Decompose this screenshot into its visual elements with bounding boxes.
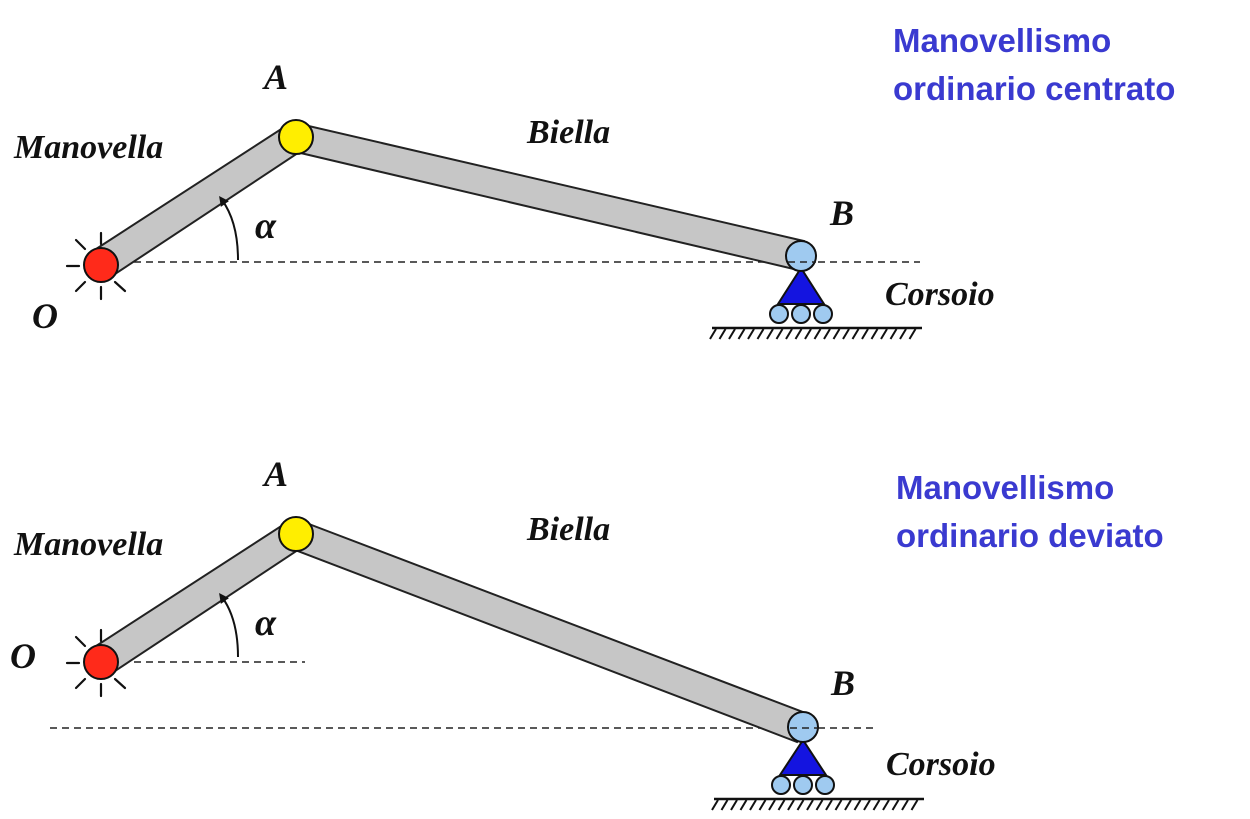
label-crank: Manovella [13, 129, 163, 166]
label-slider: Corsoio [885, 276, 995, 313]
joint-A [278, 516, 314, 552]
hatch-mark [775, 328, 784, 340]
label-A: A [262, 454, 288, 494]
hatch-mark [880, 328, 888, 340]
hatch-mark [756, 328, 765, 340]
hatch-mark [834, 799, 843, 811]
hatch-mark [823, 328, 831, 340]
hatch-mark [749, 799, 757, 811]
roller [793, 775, 813, 795]
hatch-mark [737, 328, 746, 340]
hatch-mark [730, 799, 738, 811]
title-offset-line2: ordinario deviato [896, 517, 1164, 554]
joint-B [787, 711, 819, 743]
label-alpha: α [255, 602, 277, 644]
slider-assembly [709, 266, 922, 340]
joint-B [785, 240, 817, 272]
label-slider: Corsoio [886, 746, 996, 783]
label-O: O [10, 636, 36, 676]
hatch-mark [728, 328, 736, 340]
hatch-mark [804, 328, 812, 340]
title-centered-line1: Manovellismo [893, 22, 1111, 59]
joint-A [278, 119, 314, 155]
fixed-pivot-rays-icon [65, 231, 127, 301]
label-alpha: α [255, 205, 277, 247]
hatch-mark [851, 328, 860, 340]
hatch-mark [768, 799, 776, 811]
hatch-mark [889, 328, 898, 340]
hatch-mark [711, 799, 719, 811]
slider-assembly [711, 738, 924, 811]
slider-triangle [778, 738, 828, 776]
hatch-mark [777, 799, 786, 811]
pivot-O [83, 247, 119, 283]
ground-hatch-icon [709, 328, 917, 340]
title-offset-line1: Manovellismo [896, 469, 1114, 506]
hatch-mark [908, 328, 917, 340]
hatch-mark [910, 799, 919, 811]
hatch-mark [844, 799, 852, 811]
label-rod: Biella [526, 511, 610, 548]
hatch-mark [842, 328, 850, 340]
roller [771, 775, 791, 795]
connecting-rod [288, 519, 810, 744]
hatch-mark [863, 799, 871, 811]
hatch-mark [739, 799, 748, 811]
angle-arc-icon [219, 592, 239, 658]
label-A: A [262, 57, 288, 97]
roller [813, 304, 833, 324]
hatch-mark [853, 799, 862, 811]
hatch-mark [901, 799, 909, 811]
roller [791, 304, 811, 324]
hatch-mark [872, 799, 881, 811]
slider-triangle [776, 266, 826, 305]
diagram-centered: Manovellismo ordinario centrato [13, 22, 1175, 340]
hatch-mark [720, 799, 729, 811]
hatch-mark [787, 799, 795, 811]
label-crank: Manovella [13, 526, 163, 563]
hatch-mark [861, 328, 869, 340]
angle-arc-icon [219, 195, 239, 261]
hatch-mark [882, 799, 890, 811]
hatch-mark [794, 328, 803, 340]
title-centered-line2: ordinario centrato [893, 70, 1175, 107]
ground-hatch-icon [711, 799, 919, 811]
hatch-mark [758, 799, 767, 811]
fixed-pivot-rays-icon [65, 628, 127, 698]
hatch-mark [825, 799, 833, 811]
label-B: B [829, 193, 854, 233]
hatch-mark [709, 328, 717, 340]
label-O: O [32, 296, 58, 336]
hatch-mark [832, 328, 841, 340]
hatch-mark [815, 799, 824, 811]
hatch-mark [891, 799, 900, 811]
hatch-mark [796, 799, 805, 811]
hatch-mark [806, 799, 814, 811]
hatch-mark [813, 328, 822, 340]
hatch-mark [747, 328, 755, 340]
label-B: B [830, 663, 855, 703]
roller [815, 775, 835, 795]
hatch-mark [899, 328, 907, 340]
hatch-mark [870, 328, 879, 340]
hatch-mark [718, 328, 727, 340]
roller [769, 304, 789, 324]
pivot-O [83, 644, 119, 680]
hatch-mark [785, 328, 793, 340]
diagram-offset: Manovellismo ordinario deviato [10, 454, 1164, 811]
label-rod: Biella [526, 114, 610, 151]
hatch-mark [766, 328, 774, 340]
